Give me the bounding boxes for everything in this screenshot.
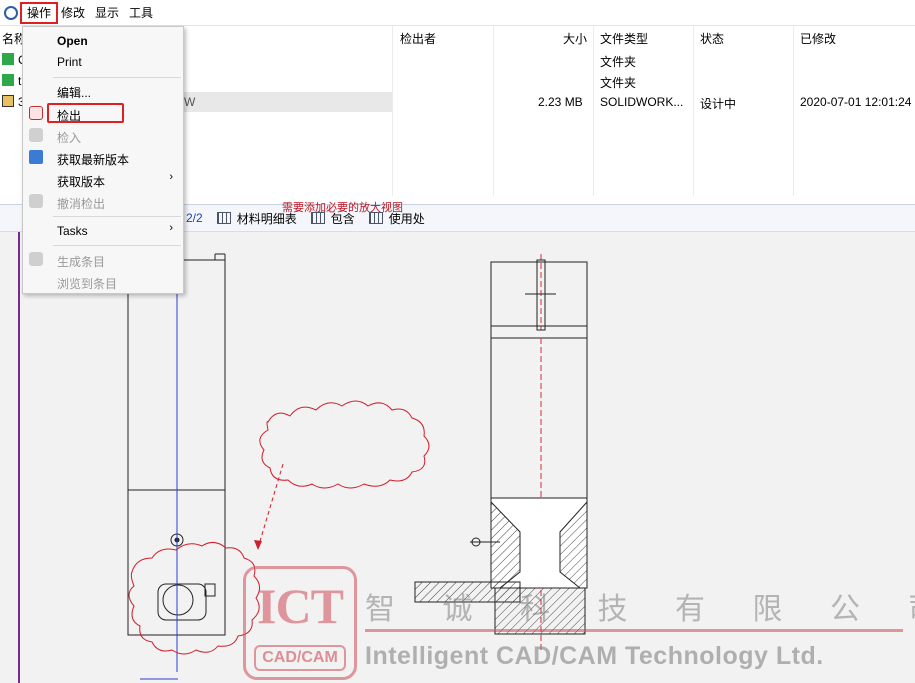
menu-separator <box>53 77 181 78</box>
row-name[interactable]: t <box>18 74 22 88</box>
menu-item-check-out[interactable]: 检出 <box>57 109 82 123</box>
cad-drawing <box>127 242 588 680</box>
row-file-type: 文件夹 <box>600 76 637 90</box>
column-header-checked-out-by[interactable]: 检出者 <box>400 32 437 46</box>
folder-icon <box>2 74 14 86</box>
row-name-tail: W <box>184 95 196 109</box>
side-view <box>127 242 226 672</box>
company-watermark: ICT CAD/CAM 智 诚 科 技 有 限 公 司 Intelligent … <box>243 566 915 683</box>
app-logo-icon <box>4 5 18 20</box>
logo-text-top: ICT <box>257 578 344 634</box>
tab-where-used-label: 使用处 <box>388 211 425 226</box>
operation-dropdown-menu: Open Print 编辑... 检出 检入 获取最新版本 获取版本 › 撤消检… <box>22 26 184 294</box>
check-out-highlight <box>47 103 124 123</box>
row-file-type: 文件夹 <box>600 55 637 69</box>
selected-row[interactable] <box>170 92 392 112</box>
preview-left-border <box>18 232 20 683</box>
menu-item-check-in: 检入 <box>57 131 82 145</box>
row-modified: 2020-07-01 12:01:24 <box>800 95 912 109</box>
leader-arrowhead <box>254 540 262 550</box>
menu-bar: 操作 修改 显示 工具 <box>0 0 915 26</box>
column-divider <box>793 26 794 196</box>
watermark-rule <box>365 629 903 632</box>
row-status: 设计中 <box>700 97 737 111</box>
tab-where-used[interactable]: 使用处 <box>368 210 425 227</box>
submenu-arrow-icon: › <box>169 171 173 183</box>
drawing-file-icon <box>2 95 14 107</box>
column-header-modified[interactable]: 已修改 <box>800 32 837 46</box>
column-header-file-type[interactable]: 文件类型 <box>600 32 649 46</box>
menu-item-print[interactable]: Print <box>57 55 82 69</box>
tab-contains-label: 包含 <box>330 211 355 226</box>
row-file-type: SOLIDWORK... <box>600 95 684 109</box>
menu-item-open[interactable]: Open <box>57 34 88 48</box>
row-size: 2.23 MB <box>538 95 583 109</box>
folder-icon <box>2 53 14 65</box>
menu-tools[interactable]: 工具 <box>129 5 154 20</box>
logo-text-bottom: CAD/CAM <box>254 645 346 671</box>
column-divider <box>392 26 393 196</box>
watermark-english-name: Intelligent CAD/CAM Technology Ltd. <box>365 642 824 670</box>
page-indicator: 2/2 <box>186 211 203 225</box>
get-latest-icon <box>29 150 43 164</box>
check-out-icon <box>29 106 43 120</box>
drawing-preview[interactable] <box>0 232 915 683</box>
menu-item-get-latest[interactable]: 获取最新版本 <box>57 153 130 167</box>
column-divider <box>593 26 594 196</box>
menu-separator <box>53 216 181 217</box>
revision-cloud <box>128 400 430 655</box>
submenu-arrow-icon: › <box>169 222 173 234</box>
table-icon <box>216 212 231 224</box>
menu-modify[interactable]: 修改 <box>61 5 86 20</box>
column-divider <box>493 26 494 196</box>
leader-line <box>257 463 284 549</box>
hierarchy-icon <box>310 212 325 224</box>
column-divider <box>693 26 694 196</box>
check-in-icon <box>29 128 43 142</box>
menu-item-edit[interactable]: 编辑... <box>57 86 92 100</box>
callout-note: 需要添加必要的放大视图 <box>282 202 403 214</box>
menu-item-create-item: 生成条目 <box>57 255 106 269</box>
menu-display[interactable]: 显示 <box>95 5 120 20</box>
column-header-name[interactable]: 名称 <box>2 32 27 46</box>
menu-item-browse-item: 浏览到条目 <box>57 277 118 291</box>
tab-contains[interactable]: 包含 <box>310 210 355 227</box>
menu-item-get-version[interactable]: 获取版本 <box>57 175 106 189</box>
create-item-icon <box>29 252 43 266</box>
menu-item-undo-checkout: 撤消检出 <box>57 197 106 211</box>
column-header-status[interactable]: 状态 <box>700 32 725 46</box>
watermark-chinese-name: 智 诚 科 技 有 限 公 司 <box>365 593 915 626</box>
undo-checkout-icon <box>29 194 43 208</box>
ict-logo: ICT CAD/CAM <box>243 566 357 680</box>
menu-separator <box>53 245 181 246</box>
menu-operation[interactable]: 操作 <box>19 1 59 24</box>
menu-item-tasks[interactable]: Tasks <box>57 224 88 238</box>
tree-icon <box>368 212 383 224</box>
row-name[interactable]: 3 <box>18 95 25 109</box>
tab-bom-label: 材料明细表 <box>236 211 297 226</box>
tab-bom[interactable]: 材料明细表 <box>216 210 297 227</box>
section-view <box>414 254 588 652</box>
column-header-size[interactable]: 大小 <box>563 32 588 46</box>
